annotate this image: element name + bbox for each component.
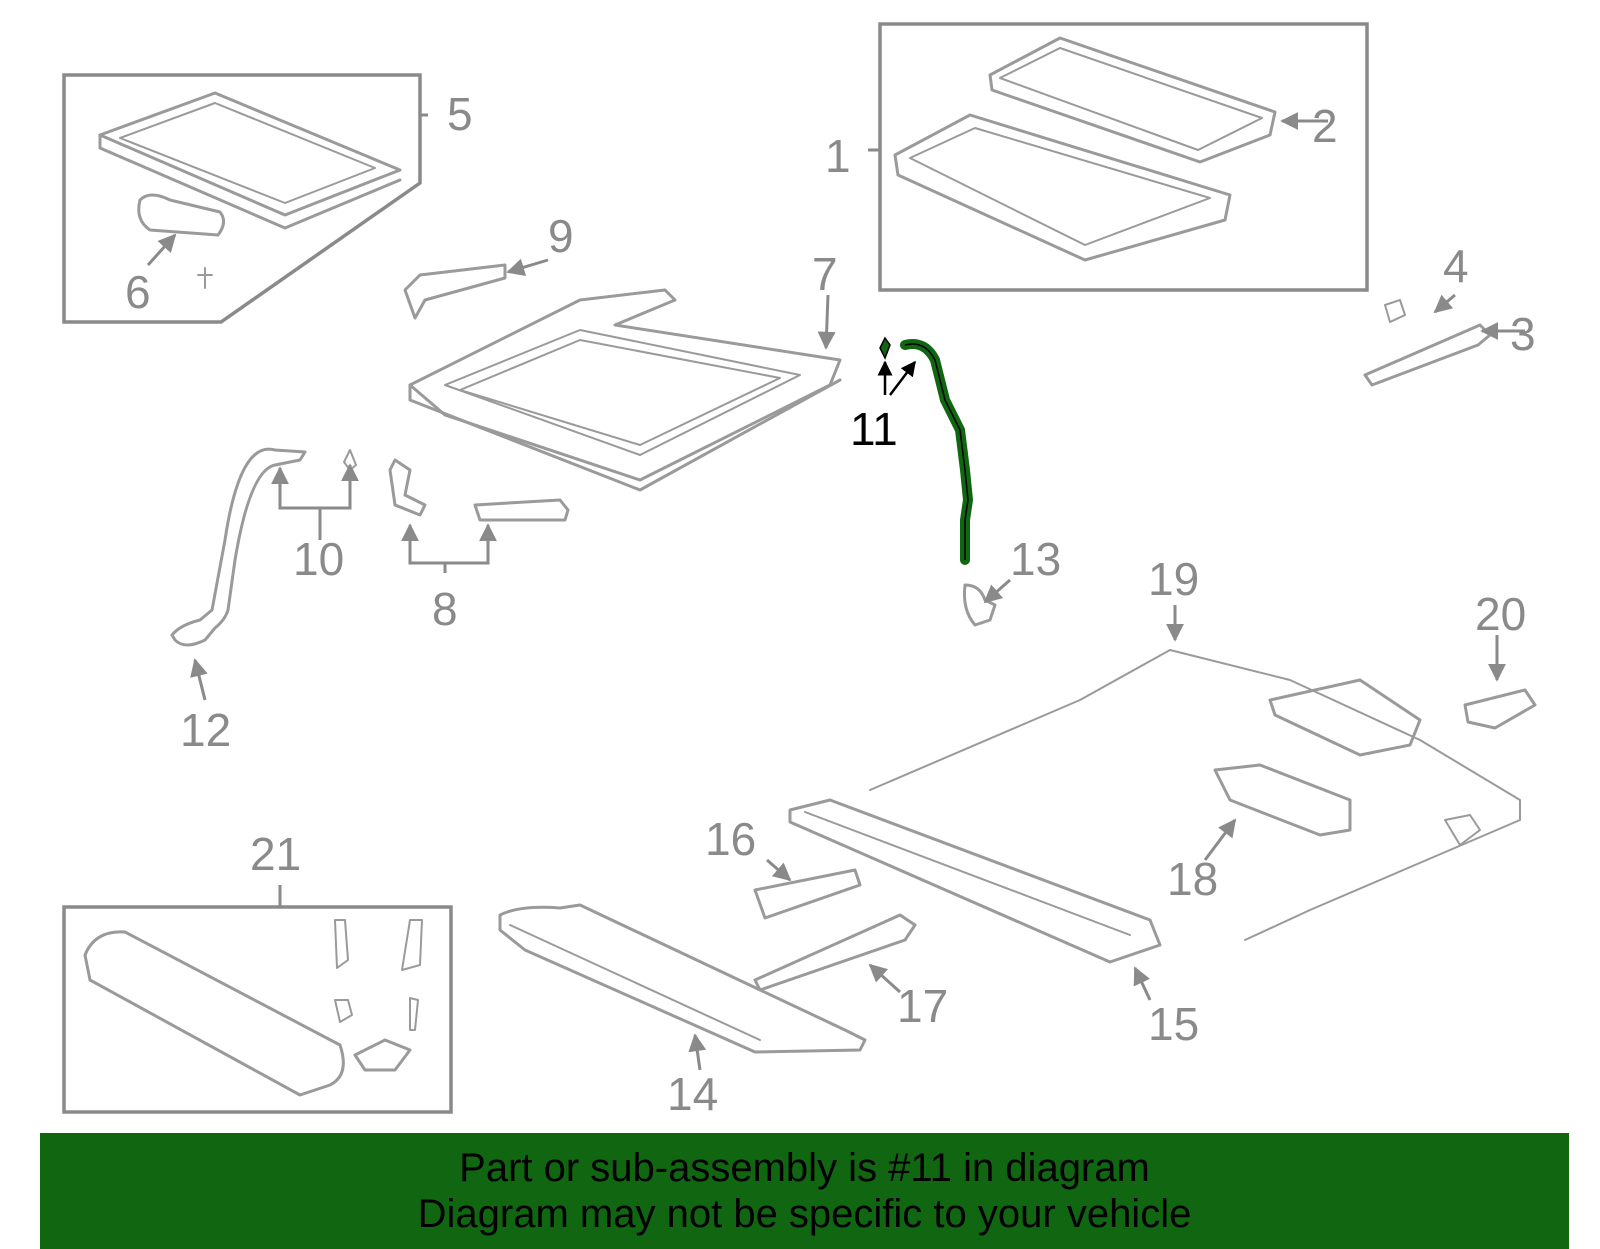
callout-8: 8 [432, 583, 458, 635]
callout-1: 1 [825, 130, 851, 182]
banner-line-2: Diagram may not be specific to your vehi… [417, 1192, 1192, 1236]
banner-line-1: Part or sub-assembly is #11 in diagram [459, 1146, 1150, 1190]
deflector-group-box [62, 885, 453, 1114]
callout-21: 21 [250, 828, 301, 880]
callout-12: 12 [180, 704, 231, 756]
lower-mechanism [498, 649, 1537, 1054]
right-small-parts [963, 299, 1492, 627]
callout-9: 9 [548, 210, 574, 262]
callout-15: 15 [1148, 998, 1199, 1050]
callout-16: 16 [705, 813, 756, 865]
callout-10: 10 [293, 533, 344, 585]
callout-19: 19 [1148, 553, 1199, 605]
callout-18: 18 [1167, 853, 1218, 905]
callout-17: 17 [897, 980, 948, 1032]
drain-hose-highlighted [877, 336, 974, 565]
glass-group-box [868, 22, 1369, 292]
callout-13: 13 [1010, 533, 1061, 585]
callout-14: 14 [667, 1068, 718, 1120]
callout-11-highlighted: 11 [850, 403, 898, 455]
callout-7: 7 [812, 248, 838, 300]
sunroof-frame [170, 263, 842, 647]
leader-lines [146, 112, 1525, 1071]
callout-20: 20 [1475, 588, 1526, 640]
callout-4: 4 [1443, 240, 1469, 292]
info-banner: Part or sub-assembly is #11 in diagram D… [40, 1133, 1569, 1249]
callout-3: 3 [1510, 308, 1536, 360]
callout-2: 2 [1312, 100, 1338, 152]
callout-6: 6 [125, 266, 151, 318]
sunshade-group-box [62, 73, 428, 324]
callout-5: 5 [447, 88, 473, 140]
